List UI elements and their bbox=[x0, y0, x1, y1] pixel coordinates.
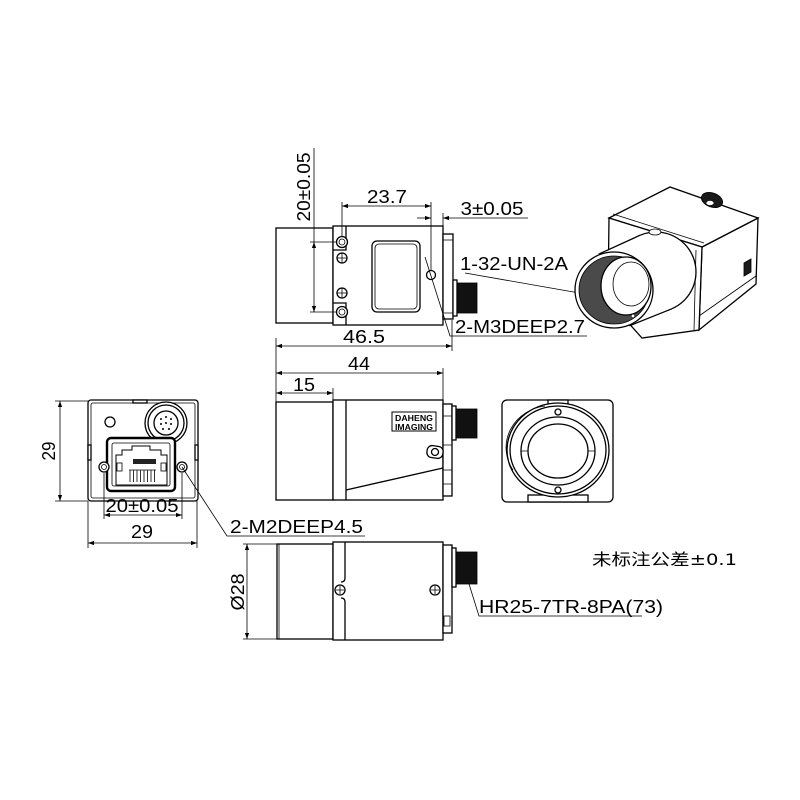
connector-ring bbox=[451, 547, 457, 588]
back-plate bbox=[442, 233, 454, 320]
back-view: 29 20±0.05 29 2-M2DEEP4.5 bbox=[39, 399, 365, 548]
dim-height-label: 29 bbox=[39, 442, 59, 461]
mount-hole-inner bbox=[338, 238, 346, 246]
status-led-icon bbox=[104, 416, 116, 428]
thread-leader-line bbox=[464, 272, 586, 295]
body-chamfer-line bbox=[345, 467, 444, 491]
dim-hole-spacing-label: 20±0.05 bbox=[106, 496, 179, 516]
back-plate bbox=[442, 544, 453, 634]
label-window-inner bbox=[374, 243, 418, 310]
lens-opening bbox=[600, 256, 652, 316]
thread-arc bbox=[505, 405, 546, 471]
connector-callout: HR25-7TR-8PA(73) bbox=[479, 597, 663, 617]
dim-lens-length-label: 15 bbox=[293, 375, 315, 395]
top-view: 20±0.05 23.7 3±0.05 1-32-UN-2A 2-M3DEEP2… bbox=[275, 148, 587, 337]
barrel-bottom-edge bbox=[629, 308, 673, 327]
mount-hole-icon bbox=[335, 235, 349, 249]
lens-barrel bbox=[275, 227, 334, 324]
led-window bbox=[116, 462, 123, 472]
top-face-plate-line bbox=[612, 213, 705, 244]
right-face-chamfer bbox=[698, 275, 757, 317]
connector-icon bbox=[455, 408, 478, 439]
side-notch bbox=[194, 444, 199, 461]
bottom-view: Ø28 HR25-7TR-8PA(73) bbox=[228, 541, 663, 641]
connector-icon bbox=[456, 282, 478, 314]
mount-bracket bbox=[333, 226, 347, 325]
lens-inner-ring bbox=[612, 261, 650, 307]
screw-icon bbox=[430, 447, 440, 457]
jack-label-mark bbox=[133, 459, 156, 464]
dim-body-length-label: 44 bbox=[348, 354, 370, 374]
mount-holes-callout: 2-M3DEEP2.7 bbox=[455, 317, 585, 337]
dim-diameter-label: Ø28 bbox=[228, 574, 248, 611]
mount-hole-inner bbox=[179, 464, 185, 470]
barrel-screw bbox=[648, 228, 662, 236]
dim-hole-offset-label: 3±0.05 bbox=[461, 199, 524, 219]
mount-hole-inner bbox=[338, 308, 346, 316]
mount-hole-icon bbox=[98, 461, 110, 473]
connector-icon bbox=[455, 551, 478, 585]
side-view: DAHENG IMAGING bbox=[275, 399, 478, 501]
tolerance-note: 未标注公差±0.1 bbox=[592, 550, 737, 569]
back-plate bbox=[442, 403, 453, 497]
rj45-pins bbox=[129, 469, 156, 482]
isometric-view bbox=[574, 186, 760, 339]
length-dimensions: 46.5 44 15 bbox=[275, 320, 453, 402]
back-plate-lines bbox=[443, 415, 452, 485]
side-connector-icon bbox=[743, 258, 752, 277]
label-window bbox=[371, 240, 421, 313]
lens-small-hole bbox=[630, 313, 636, 319]
dim-width-label: 29 bbox=[131, 522, 153, 542]
mount-hole-icon bbox=[554, 486, 562, 494]
mount-holes-leader-line bbox=[424, 256, 587, 337]
mount-hole-inner bbox=[101, 464, 107, 470]
mount-hole-icon bbox=[554, 408, 562, 416]
screw-slot bbox=[336, 586, 344, 594]
ethernet-port-icon bbox=[105, 436, 177, 493]
crosshair-lines bbox=[337, 288, 347, 298]
camera-body bbox=[332, 541, 444, 641]
brand-logo-line2: IMAGING bbox=[395, 422, 433, 432]
connector-ring bbox=[452, 279, 458, 317]
dim-height-label: 20±0.05 bbox=[294, 153, 314, 222]
brand-logo-line1: DAHENG bbox=[395, 413, 433, 423]
top-notch bbox=[132, 399, 148, 404]
screw-slot bbox=[431, 586, 439, 594]
thread-callout: 1-32-UN-2A bbox=[460, 254, 568, 274]
small-bracket bbox=[443, 615, 451, 627]
connector-leader-line bbox=[468, 583, 642, 617]
lens-barrel bbox=[275, 401, 334, 501]
mount-holes-leader-line bbox=[181, 466, 365, 537]
lens-barrel bbox=[276, 543, 334, 640]
top-knob-screw bbox=[705, 200, 715, 206]
body-seam bbox=[340, 542, 346, 640]
dim-overall-length-label: 46.5 bbox=[343, 327, 385, 347]
back-plate-lines bbox=[443, 239, 453, 314]
dim-hole-spacing-label: 23.7 bbox=[367, 187, 407, 207]
crosshair-lines bbox=[337, 253, 347, 263]
barrel-top-edge bbox=[598, 234, 641, 255]
led-window bbox=[160, 462, 167, 472]
side-notch bbox=[87, 444, 92, 461]
mount-holes-callout: 2-M2DEEP4.5 bbox=[230, 517, 363, 537]
lens-mount-ring bbox=[509, 405, 607, 495]
rj45-jack-outline bbox=[115, 445, 168, 486]
connector-ring bbox=[451, 405, 457, 441]
brand-logo-box bbox=[391, 411, 437, 432]
mount-hole-icon bbox=[335, 305, 349, 319]
front-view bbox=[501, 399, 614, 503]
